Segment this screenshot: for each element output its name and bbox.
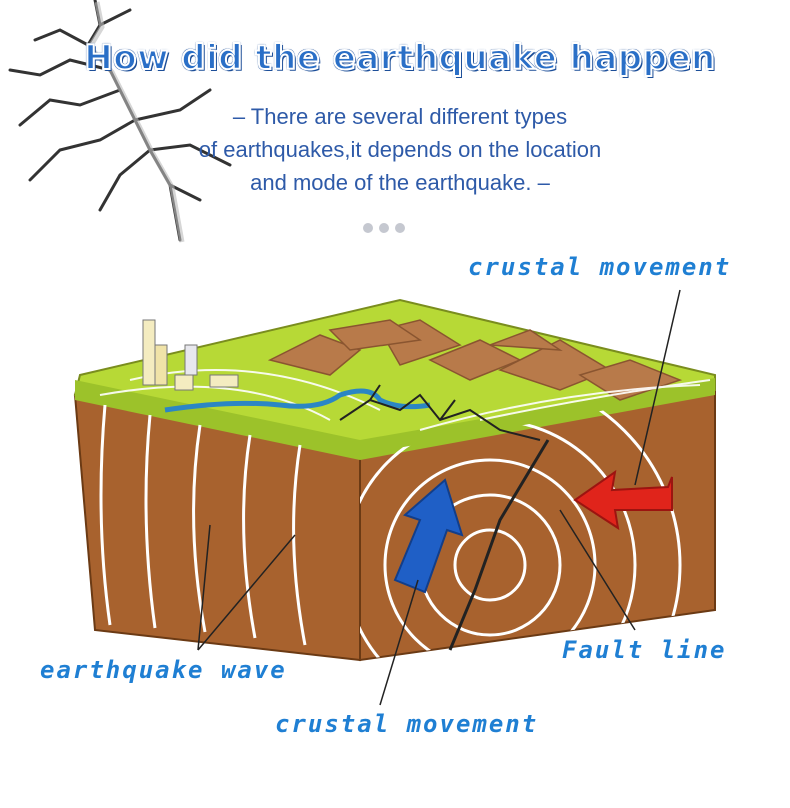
river — [164, 388, 431, 413]
label-earthquake-wave: earthquake wave — [40, 656, 287, 684]
mountains — [267, 319, 683, 401]
page-title: How did the earthquake happen — [83, 37, 716, 79]
crack-decoration — [8, 0, 232, 243]
label-crustal-movement-bottom: crustal movement — [275, 710, 539, 738]
dot-2 — [379, 223, 389, 233]
pagination-dots — [363, 218, 411, 237]
subtitle-line-2: of earthquakes,it depends on the locatio… — [198, 137, 602, 162]
label-fault-line: Fault line — [562, 636, 727, 664]
dot-3 — [395, 223, 405, 233]
wave-lines — [99, 404, 307, 646]
blue-arrow-up — [393, 478, 464, 594]
pointer-lines — [197, 289, 681, 706]
fault-line — [448, 439, 550, 651]
subtitle-line-1: – There are several different types — [232, 104, 568, 129]
red-arrow-left — [573, 469, 673, 531]
dot-1 — [363, 223, 373, 233]
label-crustal-movement-top: crustal movement — [468, 253, 732, 281]
buildings — [142, 319, 239, 391]
surface-cracks — [339, 384, 541, 441]
subtitle-line-3: and mode of the earthquake. – — [250, 170, 550, 195]
